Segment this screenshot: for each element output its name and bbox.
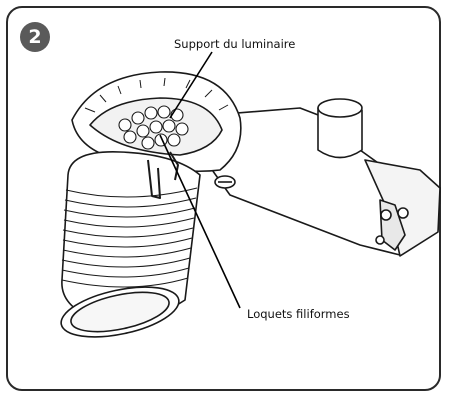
callout-wire-latches: Loquets filiformes [247,307,350,321]
leader-fixture-support [169,51,213,119]
wire-latch-right [169,151,179,181]
leader-wire-latches [159,134,241,309]
step-number-badge: 2 [20,22,50,52]
callout-fixture-support: Support du luminaire [174,37,296,51]
wire-latch-left [147,159,161,199]
